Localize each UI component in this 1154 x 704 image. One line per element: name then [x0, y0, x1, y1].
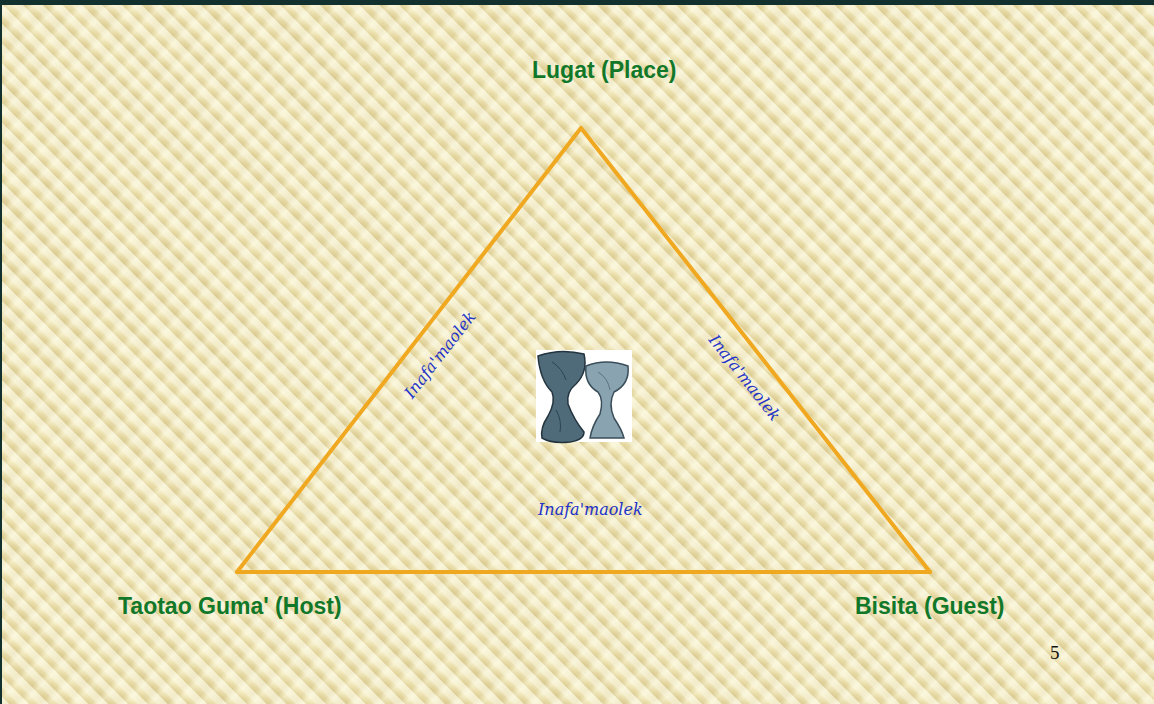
- picture-ground: [536, 350, 632, 442]
- frame-bar: [0, 0, 2, 704]
- corner-node: Lugat (Place): [528, 56, 680, 128]
- triangle-line: [237, 128, 581, 572]
- latte-stone: [586, 362, 628, 438]
- triangle-side: [237, 128, 581, 572]
- stone-detail: [552, 362, 566, 380]
- triangle-line: [237, 570, 930, 574]
- corner-label: Lugat (Place): [532, 56, 676, 84]
- corner-label: Bisita (Guest): [855, 592, 1005, 620]
- edge-label: Inafa'maolek: [704, 331, 784, 426]
- corner-node: Taotao Guma' (Host): [114, 572, 346, 620]
- stone-detail: [556, 410, 561, 432]
- corner-label: Taotao Guma' (Host): [118, 592, 342, 620]
- frame-bar: [0, 0, 1154, 5]
- triangle-side: [237, 572, 930, 573]
- stone-detail: [598, 372, 610, 390]
- latte-stone: [538, 351, 585, 442]
- corner-node: Bisita (Guest): [851, 572, 1009, 620]
- edge-label: Inafa'maolek: [538, 500, 643, 520]
- page-number: 5: [1050, 642, 1060, 664]
- edge-label: Inafa'maolek: [400, 308, 480, 403]
